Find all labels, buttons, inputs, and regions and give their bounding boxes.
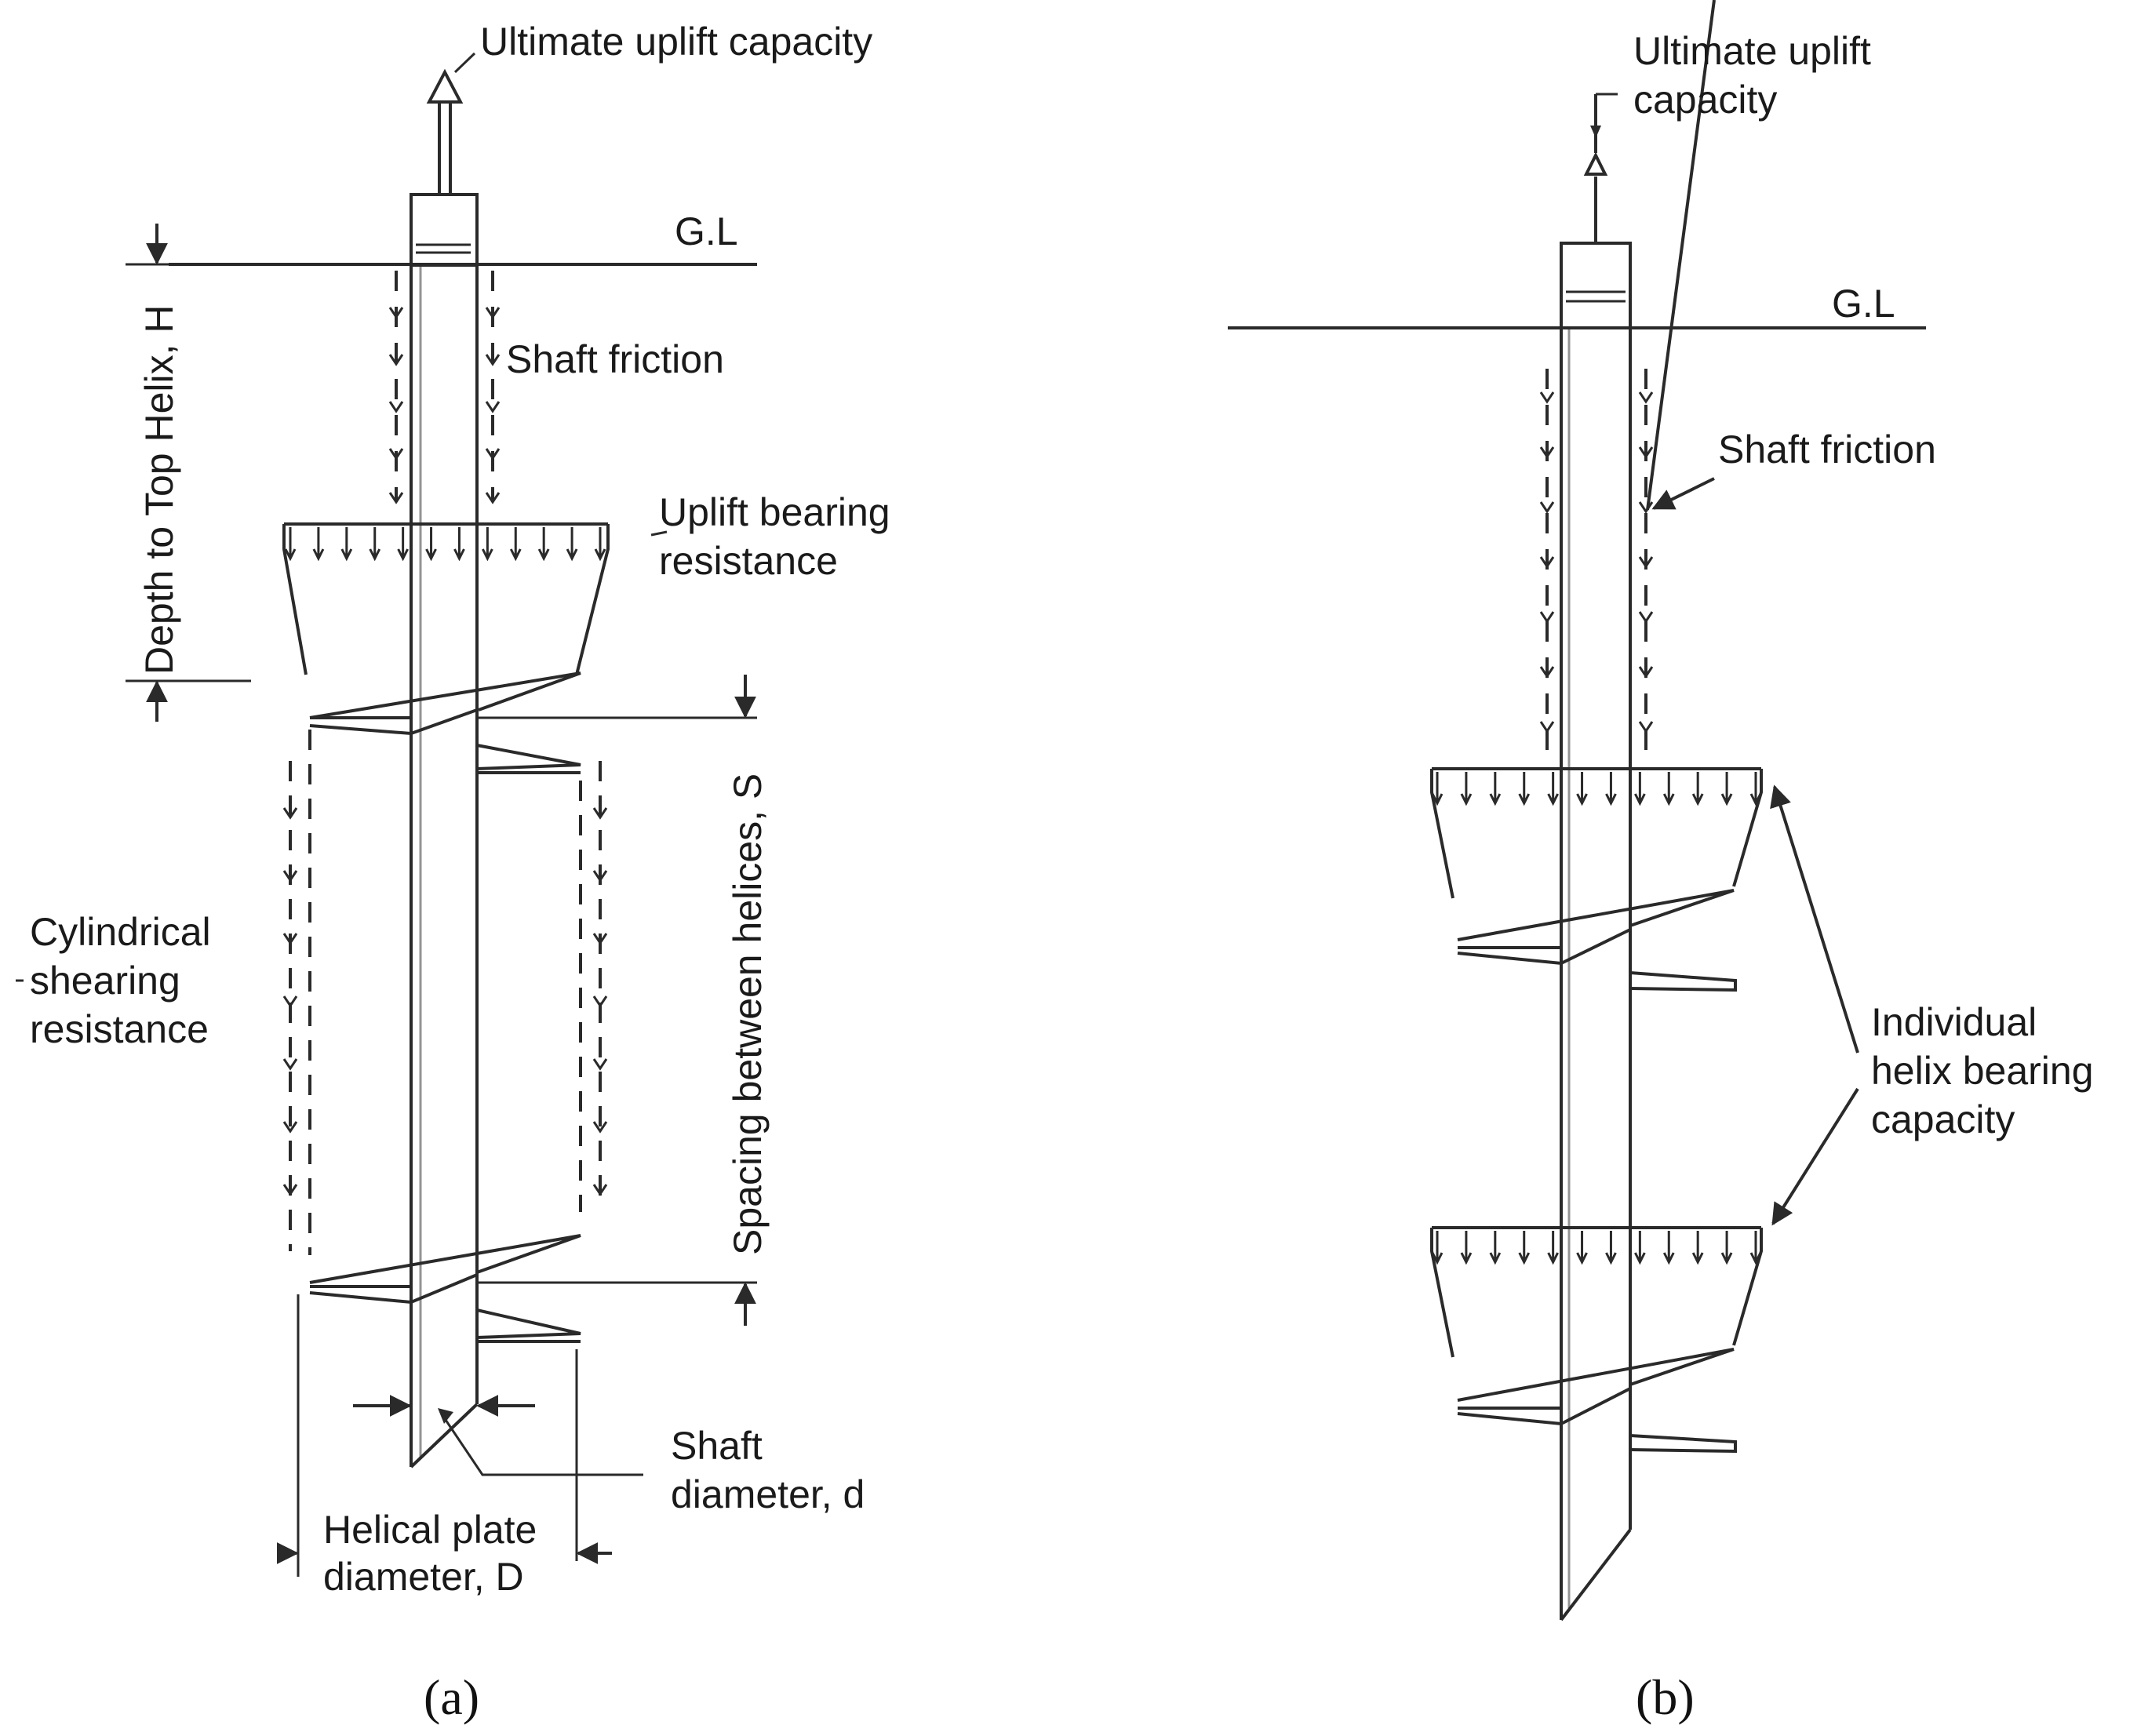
- bearing-arrow: [1720, 772, 1733, 806]
- helix-bearing-block-1-b: [1430, 767, 1763, 899]
- bearing-arrow: [312, 527, 325, 562]
- bearing-arrow: [1691, 772, 1704, 806]
- bearing-arrow: [1576, 772, 1588, 806]
- bearing-arrow: [537, 527, 550, 562]
- bearing-arrow: [340, 527, 353, 562]
- label-cylindrical-line3: resistance: [30, 1007, 209, 1051]
- bearing-arrow: [594, 527, 606, 562]
- uplift-load-arrow-b: [1583, 151, 1608, 176]
- cylindrical-shear-lines: [282, 730, 608, 1255]
- shaft-friction-arrows-b: [1539, 369, 1654, 753]
- label-gl-b: G.L: [1832, 282, 1895, 326]
- label-shaft-diameter-line1: Shaft: [671, 1424, 763, 1468]
- label-individual-line3: capacity: [1871, 1097, 2015, 1141]
- plate-diameter-dimension: [276, 1294, 612, 1577]
- label-shaft-friction-b: Shaft friction: [1718, 428, 1936, 471]
- bearing-arrow: [482, 527, 493, 562]
- bearing-arrow: [1489, 1231, 1502, 1265]
- label-plate-diameter-line1: Helical plate: [323, 1508, 537, 1552]
- bearing-arrow: [397, 527, 409, 562]
- bearing-arrow: [284, 527, 297, 562]
- bearing-arrow: [1634, 1231, 1646, 1265]
- label-uplift-bearing-line1: Uplift bearing: [659, 490, 890, 534]
- label-ultimate-uplift-b-line1: Ultimate uplift: [1633, 29, 1871, 73]
- label-individual-line2: helix bearing: [1871, 1049, 2094, 1093]
- label-depth-to-top-helix: Depth to Top Helix, H: [137, 304, 181, 675]
- bearing-arrow: [1431, 1231, 1444, 1265]
- bearing-arrow: [1489, 772, 1502, 806]
- label-cylindrical-line2: shearing: [30, 959, 180, 1003]
- helix-bearing-block-2-b: [1430, 1226, 1763, 1358]
- label-shaft-diameter-line2: diameter, d: [671, 1472, 865, 1516]
- bearing-arrow: [1720, 1231, 1733, 1265]
- bearing-arrow: [1662, 1231, 1675, 1265]
- label-plate-diameter-line2: diameter, D: [323, 1555, 524, 1599]
- shaft-friction-arrows-a: [388, 271, 501, 504]
- bearing-arrow: [1605, 1231, 1617, 1265]
- label-ultimate-uplift-a: Ultimate uplift capacity: [480, 20, 872, 64]
- bearing-arrow: [1576, 1231, 1588, 1265]
- bearing-arrow: [1634, 772, 1646, 806]
- bearing-arrow: [1460, 772, 1473, 806]
- uplift-bearing-block-a: [282, 522, 610, 675]
- helix-top-a: [309, 671, 581, 774]
- bearing-arrow: [1749, 1231, 1762, 1265]
- bearing-arrow: [1431, 772, 1444, 806]
- bearing-arrow: [566, 527, 578, 562]
- bearing-arrow: [1749, 772, 1762, 806]
- bearing-arrow: [1605, 772, 1617, 806]
- bearing-arrow: [425, 527, 437, 562]
- spacing-dimension-a: [477, 675, 757, 1326]
- uplift-load-arrow-a: [426, 68, 464, 104]
- bearing-arrow: [369, 527, 381, 562]
- helix-2-b: [1457, 1348, 1737, 1454]
- panel-a: Ultimate uplift capacity G.L Shaft frict…: [16, 20, 890, 1725]
- label-spacing-between-helices: Spacing between helices, S: [726, 773, 770, 1255]
- bearing-arrow: [1518, 772, 1531, 806]
- bearing-arrow: [1662, 772, 1675, 806]
- helix-1-b: [1457, 889, 1737, 992]
- bearing-arrow: [1518, 1231, 1531, 1265]
- label-shaft-friction-a: Shaft friction: [506, 337, 724, 381]
- pile-head-b: [1560, 242, 1632, 329]
- pile-head-a: [410, 193, 479, 267]
- label-uplift-bearing-line2: resistance: [659, 539, 838, 583]
- label-cylindrical-line1: Cylindrical: [30, 910, 211, 954]
- shaft-diameter-dimension: [353, 1395, 643, 1476]
- label-ultimate-uplift-b-line2: capacity: [1633, 78, 1777, 122]
- bearing-arrow: [509, 527, 522, 562]
- depth-dimension-a: [126, 224, 251, 722]
- label-gl-a: G.L: [675, 209, 738, 253]
- label-individual-line1: Individual: [1871, 1000, 2037, 1044]
- panel-b: Ultimate uplift capacity G.L Shaft frict…: [1228, 0, 2094, 1725]
- bearing-arrow: [1547, 1231, 1559, 1265]
- helix-bottom-a: [309, 1234, 581, 1343]
- caption-a: (a): [424, 1669, 479, 1725]
- bearing-arrow: [1691, 1231, 1704, 1265]
- caption-b: (b): [1636, 1669, 1695, 1725]
- bearing-arrow: [1547, 772, 1559, 806]
- bearing-arrow: [1460, 1231, 1473, 1265]
- bearing-arrow: [453, 527, 465, 562]
